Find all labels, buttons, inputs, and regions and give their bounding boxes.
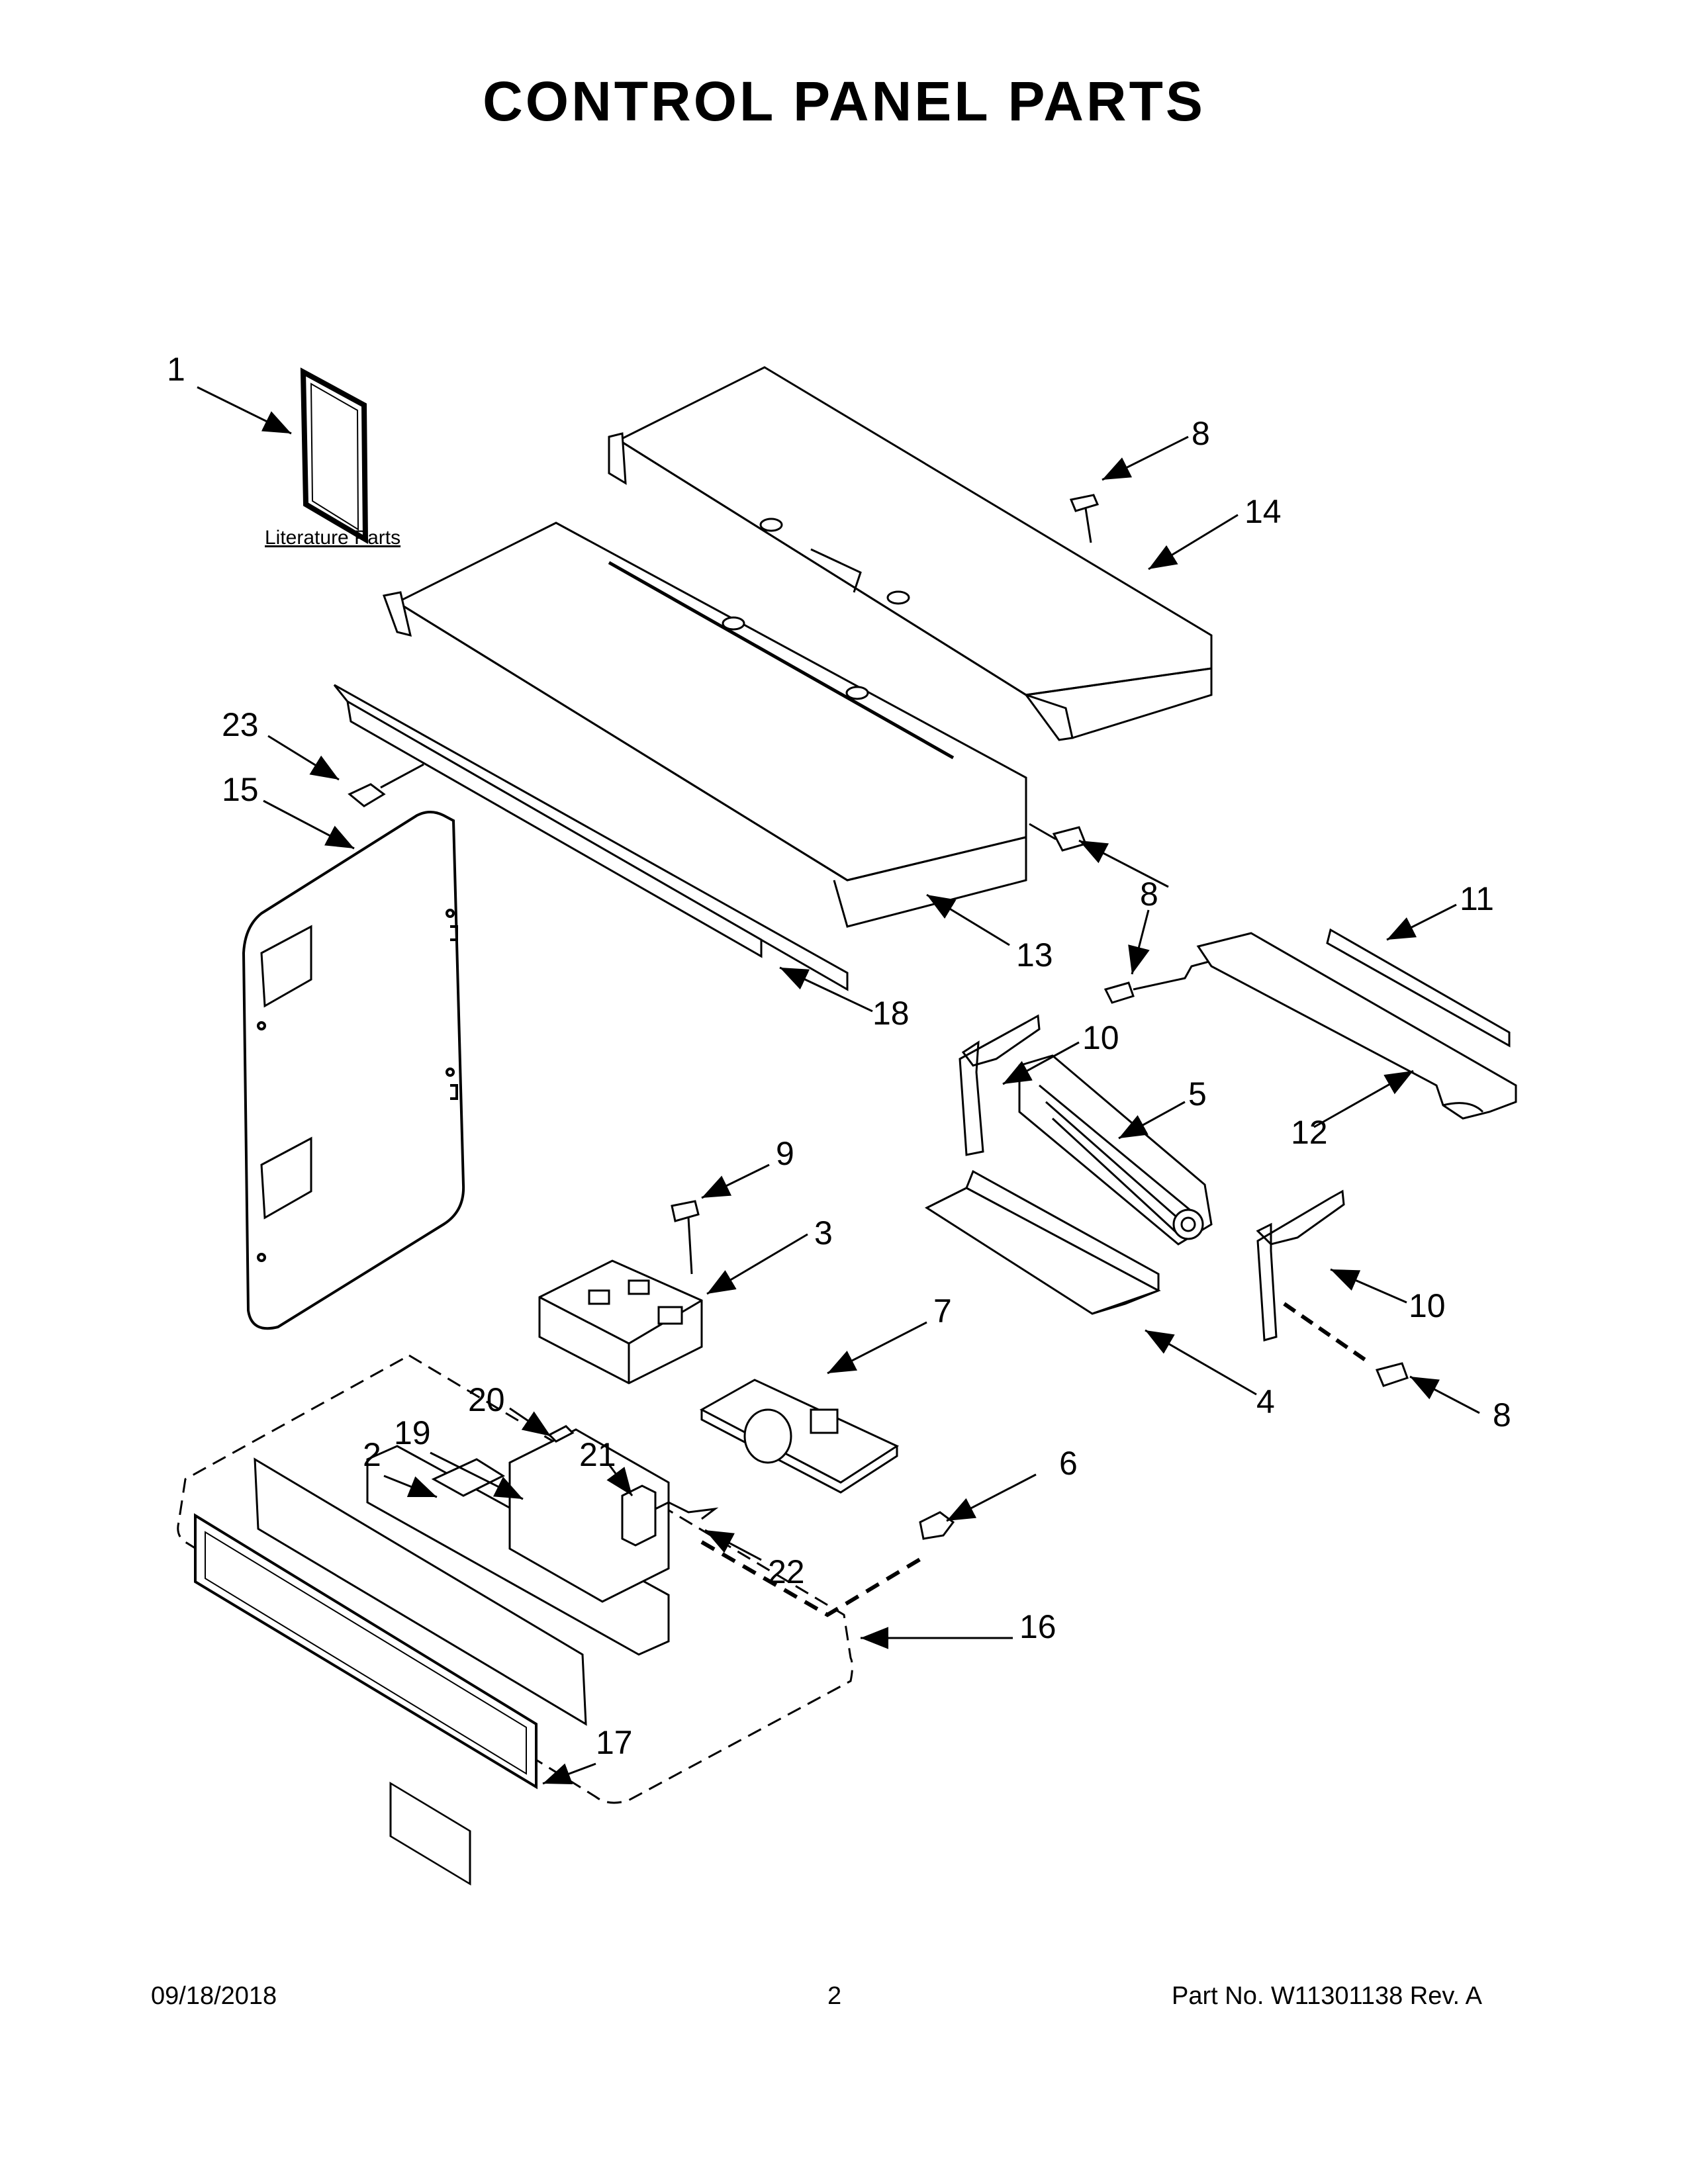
callout-21: 21 (579, 1436, 616, 1473)
mounting-bracket-left (959, 1014, 1041, 1156)
screw-23 (348, 763, 424, 807)
callout-22: 22 (768, 1553, 805, 1590)
literature-manual (300, 367, 369, 545)
relay-board (538, 1259, 703, 1385)
callout-18: 18 (872, 995, 910, 1032)
duct-seal (1326, 928, 1511, 1048)
callout-4: 4 (1256, 1383, 1275, 1420)
callout-23: 23 (222, 706, 259, 743)
top-vent-cover (608, 366, 1213, 741)
callout-9: 9 (776, 1135, 794, 1172)
screw-8-right-panel (1029, 823, 1088, 852)
callout-2: 2 (363, 1436, 381, 1473)
front-glass-panel (194, 1513, 538, 1790)
screw-8-bracket (1103, 960, 1212, 1004)
callout-5: 5 (1188, 1075, 1207, 1113)
footer-part-number: Part No. W11301138 Rev. A (1172, 1982, 1482, 2010)
callout-20: 20 (468, 1381, 505, 1418)
callout-3: 3 (814, 1214, 833, 1251)
callout-11: 11 (1460, 880, 1494, 917)
panel-strip (333, 684, 849, 991)
callout-13: 13 (1016, 936, 1053, 974)
literature-parts-label: Literature Parts (265, 527, 400, 549)
callout-6: 6 (1059, 1445, 1078, 1482)
callout-8: 8 (1140, 876, 1158, 913)
callout-7: 7 (933, 1293, 952, 1330)
callout-8: 8 (1493, 1396, 1511, 1433)
callout-19: 19 (394, 1414, 431, 1451)
footer-date: 09/18/2018 (151, 1982, 277, 2010)
page-title: CONTROL PANEL PARTS (483, 70, 1205, 132)
footer-page-number: 2 (827, 1982, 842, 2010)
component-21 (621, 1484, 657, 1547)
callout-10: 10 (1409, 1287, 1446, 1324)
blower-shelf (924, 1169, 1161, 1315)
callout-14: 14 (1244, 493, 1282, 530)
cross-flow-blower (1018, 1054, 1213, 1246)
callout-16: 16 (1019, 1608, 1056, 1645)
callout-17: 17 (596, 1724, 633, 1761)
thermostat-plug (919, 1511, 955, 1540)
callout-10: 10 (1082, 1019, 1119, 1056)
control-panel-assembly-outline (177, 1354, 853, 1804)
callout-12: 12 (1291, 1114, 1328, 1151)
vent-bracket (1196, 932, 1517, 1120)
component-20 (547, 1425, 575, 1443)
middle-vent-panel (382, 522, 1027, 928)
touch-panel (254, 1457, 587, 1886)
leader-lines (197, 386, 1480, 1785)
callout-15: 15 (222, 771, 259, 808)
screw-9 (671, 1200, 700, 1275)
callout-1: 1 (167, 351, 185, 388)
callout-labels: 1 8 14 23 15 8 11 13 18 10 5 12 9 3 10 7… (167, 351, 1511, 1761)
screw-8-top (1069, 494, 1100, 543)
component-22 (655, 1501, 928, 1617)
power-board (699, 1379, 900, 1494)
mounting-bracket-right (1256, 1189, 1345, 1342)
side-insulation-panel (242, 811, 465, 1330)
screw-8-lower (1283, 1302, 1409, 1387)
callout-8: 8 (1192, 415, 1210, 452)
